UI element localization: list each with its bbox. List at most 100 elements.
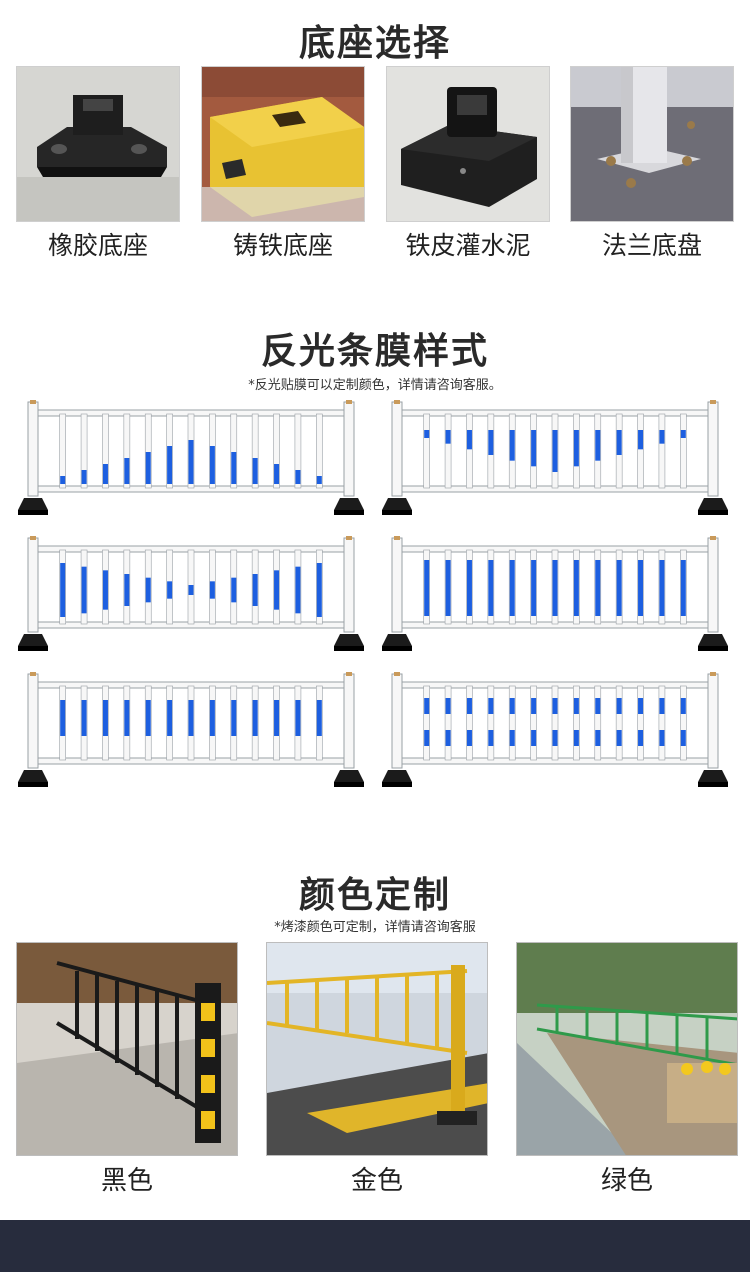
fence-picket (423, 413, 430, 489)
reflective-strip (659, 430, 665, 444)
reflective-strip (102, 570, 108, 610)
reflective-strip (552, 730, 558, 746)
fence-picket (573, 685, 580, 761)
fence-picket (444, 685, 452, 761)
base-section-title: 底座选择 (298, 23, 451, 64)
reflective-strip (616, 730, 622, 746)
reflective-strip (231, 700, 237, 736)
reflective-strip (274, 464, 280, 484)
fence-base-foot (18, 510, 48, 515)
base-label-cast-iron: 铸铁底座 (232, 231, 333, 260)
color-section-note: *烤漆颜色可定制，详情请咨询客服 (274, 920, 476, 935)
reflective-strip (595, 730, 601, 746)
reflective-strip (595, 430, 601, 461)
fence-post (391, 673, 403, 769)
fence-base (18, 634, 48, 646)
fence-base-foot (382, 646, 412, 651)
black-fence-image (16, 942, 238, 1156)
reflective-strip (680, 560, 686, 616)
fence-picket (680, 413, 687, 489)
fence-post-cap (710, 400, 716, 404)
reflective-strip (102, 464, 108, 484)
reflective-strip (274, 570, 280, 610)
reflective-strip (573, 730, 579, 746)
reflective-strip (252, 458, 258, 484)
fence-style-1 (18, 400, 364, 515)
reflective-strip (445, 560, 451, 616)
reflective-strip (81, 700, 87, 736)
reflective-strip (209, 581, 215, 599)
fence-picket (102, 413, 109, 489)
reflective-strip (252, 700, 258, 736)
reflective-section-title: 反光条膜样式 (260, 331, 489, 372)
fence-base-foot (382, 510, 412, 515)
reflective-strip (252, 574, 258, 606)
fence-base-foot (18, 646, 48, 651)
reflective-strip (531, 430, 537, 467)
fence-picket (530, 685, 537, 761)
reflective-strip (488, 730, 494, 746)
fence-post (27, 401, 39, 497)
base-label-flange: 法兰底盘 (601, 231, 702, 260)
fence-style-4 (382, 536, 728, 651)
fence-base (382, 770, 412, 782)
fence-style-3 (18, 536, 364, 651)
fence-picket (637, 685, 644, 761)
cast-iron-base-image (201, 66, 365, 222)
fence-picket (637, 413, 644, 489)
reflective-strip (124, 700, 130, 736)
fence-picket (230, 413, 238, 489)
fence-base (334, 770, 364, 782)
fence-base-foot (698, 510, 728, 515)
fence-base-foot (334, 510, 364, 515)
reflective-strip (680, 430, 686, 438)
fence-post (707, 673, 719, 769)
fence-picket (594, 685, 602, 761)
fence-style-5 (18, 672, 364, 787)
fence-picket (251, 413, 259, 489)
reflective-strip (60, 476, 66, 484)
flange-base-image (570, 66, 734, 222)
reflective-strip (488, 560, 494, 616)
fence-picket (466, 685, 473, 761)
color-label-green: 绿色 (600, 1166, 653, 1196)
fence-base (698, 634, 728, 646)
fence-post (343, 673, 355, 769)
fence-post-cap (30, 400, 36, 404)
fence-base (334, 634, 364, 646)
reflective-strip (424, 560, 430, 616)
reflective-strip (445, 698, 451, 714)
fence-base (382, 498, 412, 510)
fence-base (18, 498, 48, 510)
fence-picket (80, 413, 88, 489)
gold-fence-image (266, 942, 488, 1156)
fence-base (698, 498, 728, 510)
reflective-strip (573, 560, 579, 616)
fence-base-foot (382, 782, 412, 787)
reflective-strip (680, 730, 686, 746)
reflective-section-note: *反光贴膜可以定制颜色，详情请咨询客服。 (248, 378, 502, 393)
reflective-strip (124, 458, 130, 484)
reflective-strip (60, 700, 66, 736)
reflective-strip (531, 698, 537, 714)
reflective-strip (445, 730, 451, 746)
reflective-strip (424, 698, 430, 714)
fence-picket (658, 413, 666, 489)
fence-picket (508, 685, 516, 761)
fence-picket (59, 413, 66, 489)
reflective-strip (145, 452, 151, 484)
fence-picket (551, 685, 559, 761)
reflective-strip (638, 698, 644, 714)
reflective-strip (209, 700, 215, 736)
fence-post-cap (346, 400, 352, 404)
reflective-strip (466, 698, 472, 714)
reflective-strip (295, 566, 301, 614)
fence-post-cap (346, 672, 352, 676)
color-section-title: 颜色定制 (298, 875, 451, 916)
reflective-strip (424, 430, 430, 438)
reflective-strip (466, 430, 472, 450)
reflective-strip (316, 700, 322, 736)
fence-post (343, 401, 355, 497)
fence-picket (658, 685, 666, 761)
reflective-strip (638, 430, 644, 450)
